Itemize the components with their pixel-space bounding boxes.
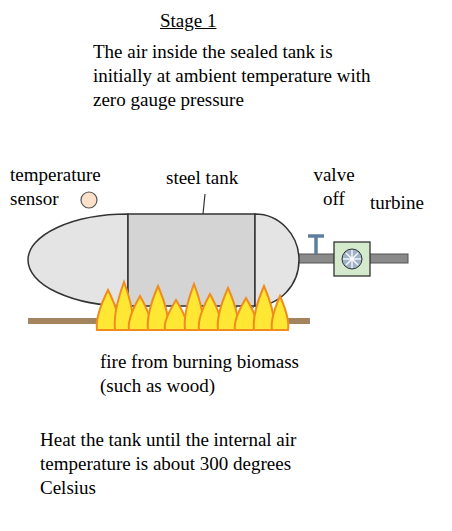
temperature-sensor [81, 192, 97, 208]
fire-label: fire from burning biomass (such as wood) [100, 350, 340, 398]
valve-handle [308, 234, 324, 238]
part-label: steel tank [166, 166, 276, 190]
part-label: turbine [370, 191, 448, 215]
turbine-blades [343, 250, 361, 268]
turbine-rotor [342, 249, 362, 269]
turbine-housing [334, 242, 370, 276]
leader-line [203, 194, 205, 214]
description-note: The air inside the sealed tank is initia… [93, 40, 393, 112]
flame [272, 296, 289, 330]
stage-title: Stage 1 [160, 9, 216, 33]
instruction-note: Heat the tank until the internal air tem… [40, 428, 325, 500]
tank-end-cap [28, 214, 128, 306]
sensor-label: temperature sensor [10, 163, 122, 211]
valve-stem [314, 236, 318, 254]
fire [97, 282, 289, 330]
part-label: valve off [304, 163, 364, 211]
